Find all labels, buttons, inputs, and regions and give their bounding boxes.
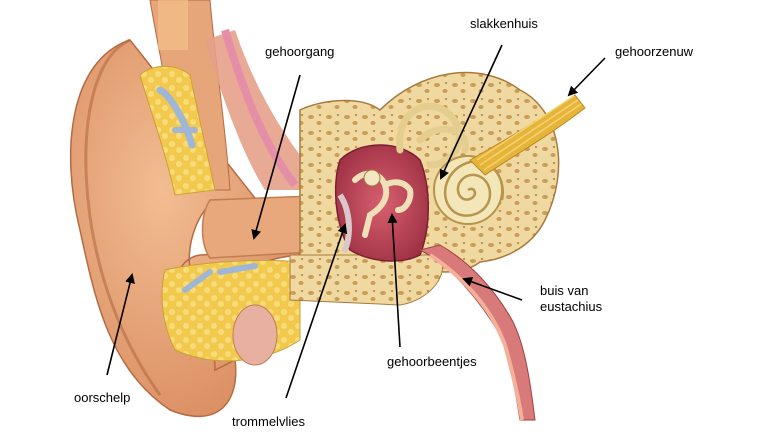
arrow-oorschelp bbox=[106, 273, 135, 376]
label-buis-van-line2: eustachius bbox=[540, 299, 603, 314]
arrow-slakkenhuis bbox=[439, 44, 503, 180]
arrow-eustachius bbox=[462, 277, 523, 301]
eustachian-tube-inner bbox=[428, 253, 524, 421]
upper-cartilage bbox=[156, 86, 196, 149]
nerve-fibers bbox=[476, 95, 582, 171]
label-gehoorzenuw: gehoorzenuw bbox=[615, 44, 694, 59]
arrow-gehoorzenuw bbox=[567, 57, 606, 97]
arrow-trommelvlies bbox=[285, 223, 348, 399]
lower-cartilage-2 bbox=[217, 263, 258, 275]
lower-bone bbox=[289, 254, 444, 306]
eustachian-tube bbox=[418, 244, 536, 421]
label-slakkenhuis: slakkenhuis bbox=[470, 16, 538, 31]
lower-cartilage bbox=[182, 269, 213, 293]
arrow-gehoorgang bbox=[251, 74, 301, 240]
canal-upper-lining-2 bbox=[221, 28, 299, 188]
upper-skin-stripes bbox=[158, 0, 188, 50]
label-buis-van-eustachius: buis van eustachius bbox=[540, 283, 620, 315]
label-gehoorgang: gehoorgang bbox=[265, 44, 335, 59]
label-oorschelp: oorschelp bbox=[74, 390, 131, 405]
label-gehoorbeentjes: gehoorbeentjes bbox=[387, 354, 477, 369]
cochlea-spiral bbox=[443, 160, 504, 217]
outer-ear-rim bbox=[84, 38, 162, 396]
label-buis-van-line1: buis van bbox=[540, 283, 589, 298]
eardrum bbox=[337, 193, 352, 254]
arrow-gehoorbeentjes bbox=[387, 213, 401, 348]
label-trommelvlies: trommelvlies bbox=[232, 414, 305, 429]
lower-gland bbox=[232, 304, 278, 366]
ossicle-head bbox=[363, 169, 381, 187]
lower-fat bbox=[161, 259, 301, 362]
